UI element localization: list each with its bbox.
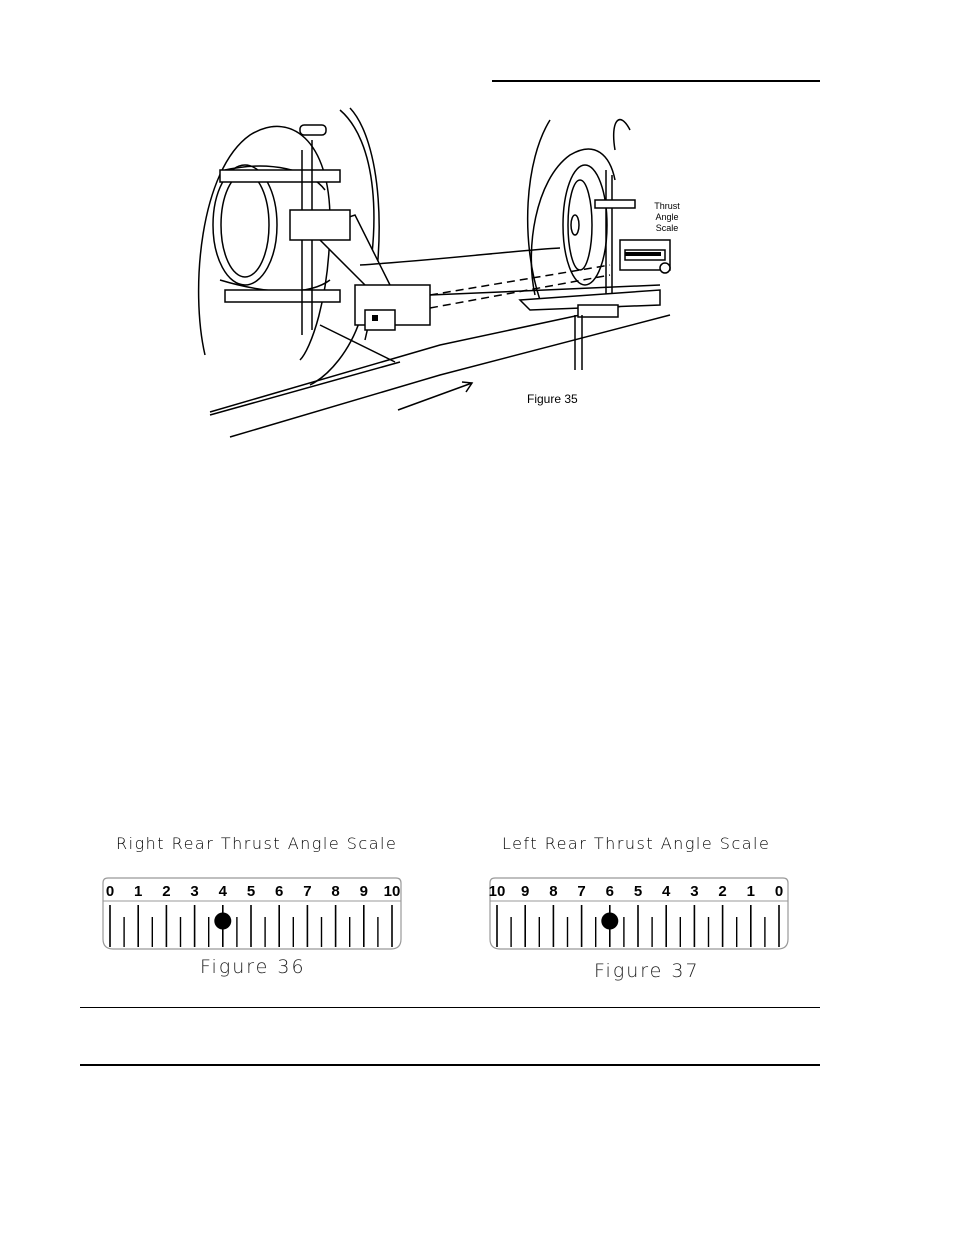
- scale36-reading-marker: [214, 912, 232, 930]
- scale37-tick-label: 0: [775, 883, 783, 900]
- middle-rule: [80, 1007, 820, 1008]
- left-tire-outline: [197, 125, 331, 361]
- figure-37-title: Left Rear Thrust Angle Scale: [502, 834, 771, 853]
- left-wheel: [212, 164, 278, 286]
- scale37-tick-label: 6: [606, 883, 614, 900]
- scale37-tick-label: 9: [521, 883, 529, 900]
- bottom-rule: [80, 1064, 820, 1066]
- scale37-tick-label: 8: [549, 883, 557, 900]
- scale37-tick-label: 4: [662, 883, 671, 900]
- scale36-tick-label: 1: [134, 883, 142, 900]
- figure-37-caption: Figure 37: [594, 960, 700, 982]
- figure-36-title: Right Rear Thrust Angle Scale: [116, 834, 398, 853]
- scale37-reading-marker: [601, 912, 619, 930]
- right-rear-thrust-angle-scale: 0 1 2 3 4 5 6 7 8 9 10: [102, 877, 402, 950]
- scale37-tick-label: 10: [489, 883, 505, 900]
- scale36-tick-label: 10: [384, 883, 401, 900]
- scale37-tick-label: 2: [718, 883, 726, 900]
- figure-36-caption: Figure 36: [200, 956, 306, 978]
- scale36-tick-label: 9: [360, 883, 368, 900]
- scale36-tick-label: 4: [219, 883, 228, 900]
- scale36-tick-label: 0: [106, 883, 114, 900]
- scale37-frame: [489, 877, 789, 950]
- scale36-tick-label: 3: [190, 883, 198, 900]
- scale36-tick-label: 5: [247, 883, 255, 900]
- top-rule: [492, 80, 820, 82]
- scale37-tick-label: 5: [634, 883, 642, 900]
- scale36-frame: [102, 877, 402, 950]
- scale37-tick-label: 1: [747, 883, 755, 900]
- thrust-angle-scale-callout: Thrust Angle Scale: [652, 201, 682, 234]
- scale36-tick-label: 7: [303, 883, 311, 900]
- scale37-tick-label: 7: [577, 883, 585, 900]
- alignment-setup-drawing: [197, 107, 671, 438]
- figure-35-illustration: Thrust Angle Scale Figure 35: [190, 100, 730, 450]
- callout-line-2: Angle: [655, 212, 679, 222]
- scale37-tick-label: 3: [690, 883, 698, 900]
- right-wheel: [562, 164, 608, 286]
- scale36-tick-label: 2: [162, 883, 170, 900]
- figure-35-caption: Figure 35: [527, 392, 578, 406]
- callout-line-3: Scale: [655, 223, 679, 233]
- scale36-tick-label: 8: [331, 883, 339, 900]
- scale36-tick-label: 6: [275, 883, 283, 900]
- callout-line-1: Thrust: [654, 201, 680, 211]
